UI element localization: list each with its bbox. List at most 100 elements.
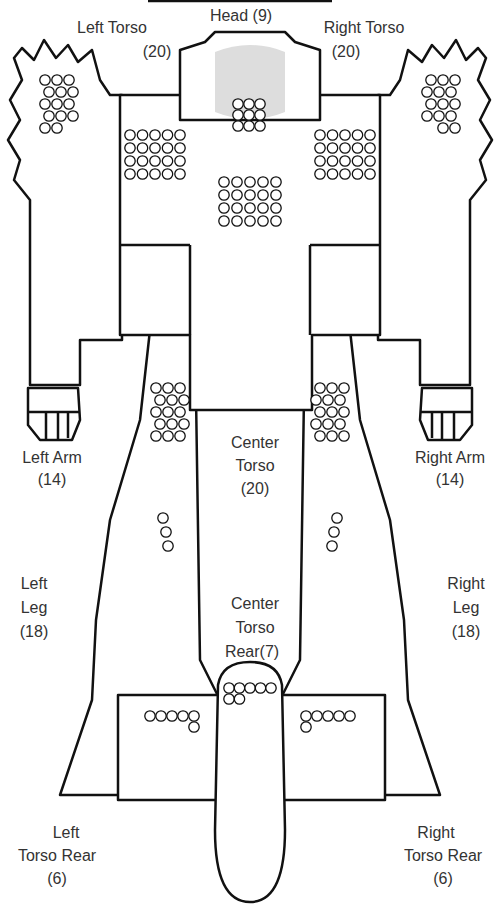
armor-pip [244, 110, 254, 120]
armor-pip [56, 87, 66, 97]
armor-pip [450, 99, 460, 109]
armor-pip [340, 143, 350, 153]
armor-pip [150, 156, 160, 166]
armor-pip [352, 143, 362, 153]
armor-pip [323, 419, 333, 429]
location-label: Right [447, 575, 484, 593]
armor-pip [450, 123, 460, 133]
armor-pip [163, 541, 173, 551]
armor-pip [175, 156, 185, 166]
armor-pip [175, 431, 185, 441]
location-label: (6) [433, 870, 453, 888]
armor-pip [365, 169, 375, 179]
armor-pip [175, 169, 185, 179]
armor-pip [155, 395, 165, 405]
armor-pip [158, 513, 168, 523]
hand-outline [28, 388, 80, 440]
armor-pip [352, 169, 362, 179]
armor-pip [365, 156, 375, 166]
center-rear-torso [215, 662, 285, 902]
armor-pip [311, 419, 321, 429]
armor-pip [162, 156, 172, 166]
armor-pip [178, 711, 188, 721]
armor-pip [327, 541, 337, 551]
hand-outline [420, 388, 472, 440]
armor-pip [327, 169, 337, 179]
armor-pip [434, 87, 444, 97]
armor-pip [125, 156, 135, 166]
armor-pip [340, 156, 350, 166]
armor-pip [156, 711, 166, 721]
arm-outline [378, 40, 492, 385]
armor-pip [163, 431, 173, 441]
armor-pip [244, 99, 254, 109]
location-label: Rear(7) [225, 643, 279, 661]
armor-pip [335, 419, 345, 429]
armor-pip [137, 143, 147, 153]
armor-pip [327, 383, 337, 393]
armor-pip [301, 711, 311, 721]
armor-pip [44, 111, 54, 121]
armor-pip [327, 143, 337, 153]
armor-pip [234, 694, 244, 704]
armor-pip [52, 75, 62, 85]
armor-pip [271, 177, 281, 187]
mech-outline [8, 1, 492, 902]
finger-lines [28, 412, 80, 440]
armor-pip [426, 99, 436, 109]
armor-pip [232, 203, 242, 213]
armor-pip [450, 75, 460, 85]
location-label: Head (9) [210, 7, 272, 25]
armor-pip [167, 419, 177, 429]
location-label: (20) [143, 43, 171, 61]
armor-pip [150, 169, 160, 179]
armor-pip [422, 87, 432, 97]
armor-pip [315, 130, 325, 140]
armor-pip [245, 216, 255, 226]
armor-pip [64, 99, 74, 109]
armor-pip [446, 111, 456, 121]
armor-pip [340, 169, 350, 179]
location-label: Left [53, 824, 80, 842]
armor-pip [327, 407, 337, 417]
armor-pip [233, 121, 243, 131]
armor-pip [44, 87, 54, 97]
right-arm [378, 40, 492, 440]
armor-pip [426, 75, 436, 85]
armor-pip [315, 169, 325, 179]
armor-pip [438, 75, 448, 85]
armor-pip [137, 169, 147, 179]
armor-pip [56, 111, 66, 121]
armor-pip [219, 177, 229, 187]
armor-pip [64, 75, 74, 85]
torso-outline [120, 95, 380, 410]
armor-pip [137, 130, 147, 140]
location-label: Leg [21, 599, 48, 617]
arm-outline [8, 40, 122, 385]
location-label: Center [231, 595, 279, 613]
armor-pip [365, 130, 375, 140]
armor-pip [150, 130, 160, 140]
armor-pip [163, 407, 173, 417]
armor-pip [175, 143, 185, 153]
armor-pip [352, 130, 362, 140]
armor-pip [125, 169, 135, 179]
armor-pip [151, 407, 161, 417]
armor-pip [137, 156, 147, 166]
armor-pip [161, 527, 171, 537]
armor-pip [189, 711, 199, 721]
armor-pip [255, 683, 265, 693]
armor-pip [68, 87, 78, 97]
armor-pip [352, 156, 362, 166]
armor-pip [245, 203, 255, 213]
head-outline [180, 32, 320, 120]
armor-pip [163, 383, 173, 393]
armor-pip [233, 99, 243, 109]
armor-pip [365, 143, 375, 153]
armor-pip [340, 130, 350, 140]
location-label: (14) [38, 471, 66, 489]
armor-pip [258, 190, 268, 200]
armor-pip [150, 143, 160, 153]
armor-pip [339, 407, 349, 417]
torso-divisions [120, 245, 380, 335]
